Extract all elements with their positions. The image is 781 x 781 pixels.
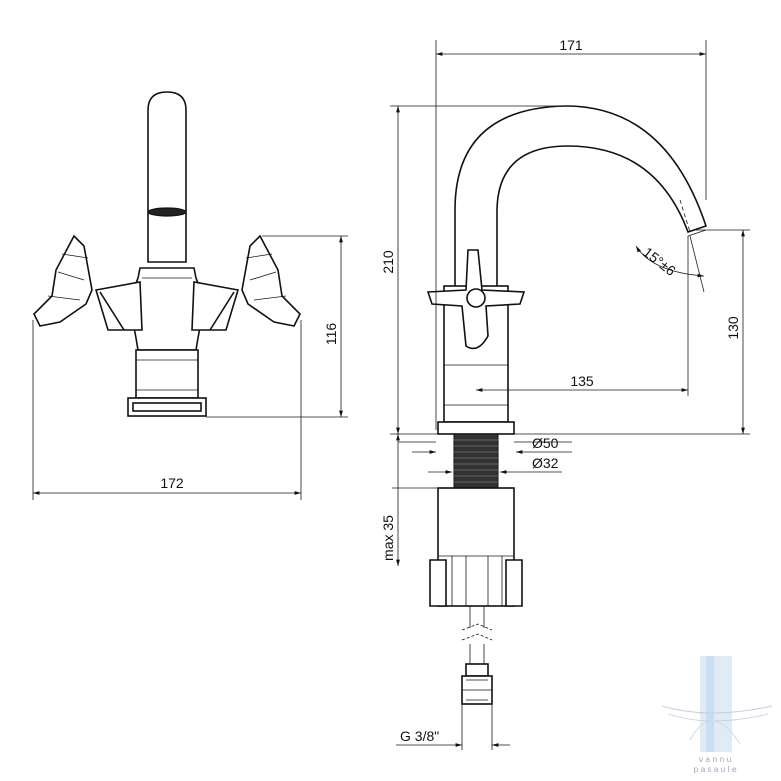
dim-spout-height: 130 xyxy=(725,316,741,340)
dim-reach: 171 xyxy=(559,37,583,53)
dim-handle-spout: 135 xyxy=(570,373,594,389)
watermark-logo: vannu pasaule xyxy=(661,656,773,774)
dim-base-diameter: Ø50 xyxy=(532,435,559,451)
dim-angle: 15°±6 xyxy=(640,244,679,279)
dim-front-height: 116 xyxy=(323,323,339,346)
dim-shank-diameter: Ø32 xyxy=(532,455,559,471)
watermark-line2: pasaule xyxy=(693,765,738,774)
threaded-shank xyxy=(453,433,499,489)
front-body xyxy=(131,267,203,351)
dim-thread: G 3/8" xyxy=(400,728,439,744)
dim-max-thickness: max 35 xyxy=(380,515,396,561)
front-base xyxy=(135,349,199,399)
front-left-valve xyxy=(94,281,143,331)
fixing-nut xyxy=(437,487,515,607)
front-right-valve xyxy=(191,281,240,331)
side-plate xyxy=(437,421,515,435)
dim-total-height: 210 xyxy=(380,250,396,274)
front-right-handle xyxy=(241,234,301,327)
dim-front-width: 172 xyxy=(160,475,184,491)
front-left-handle xyxy=(33,234,93,327)
watermark-line1: vannu xyxy=(699,755,734,764)
side-spout xyxy=(454,105,708,291)
front-spout xyxy=(147,91,187,263)
side-view: 171 210 130 135 15°±6 Ø50 Ø32 max 35 xyxy=(380,37,750,750)
front-view: 172 116 xyxy=(32,91,348,500)
